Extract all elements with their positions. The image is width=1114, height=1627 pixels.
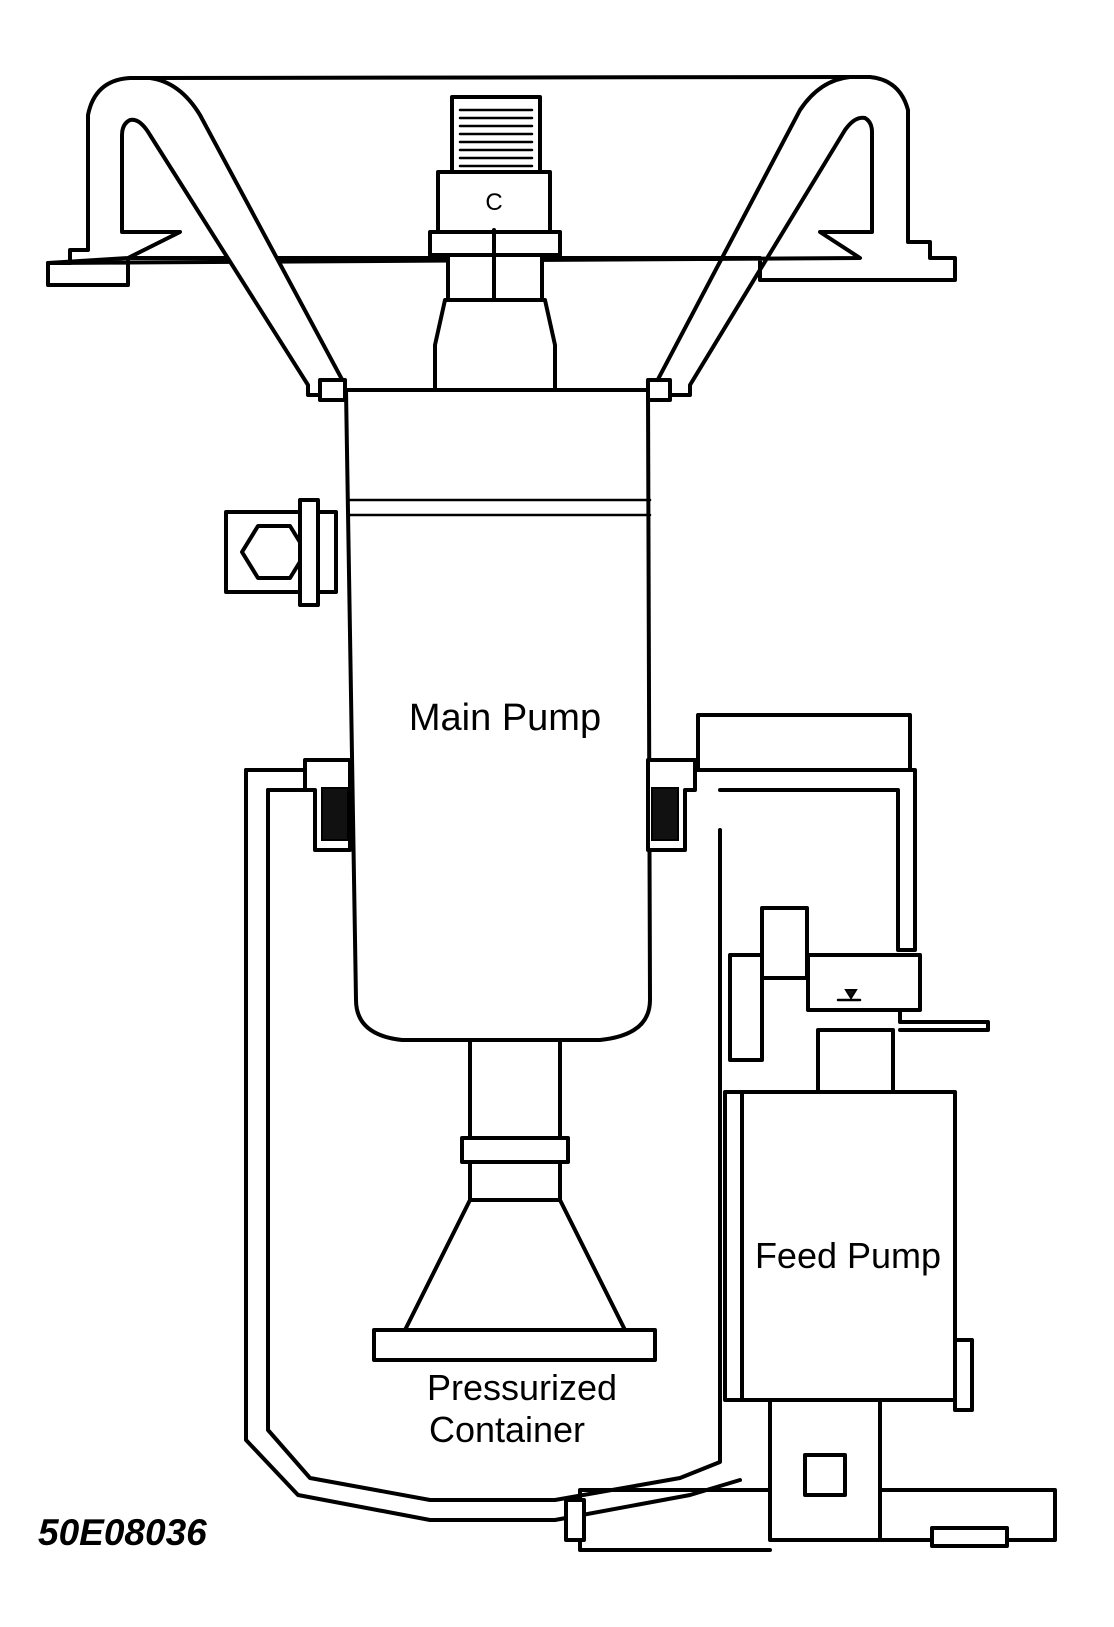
module-cover <box>696 713 912 792</box>
mounting-tab <box>224 498 338 607</box>
seal-left <box>303 758 352 852</box>
feed-pump-label: Feed Pump <box>755 1235 941 1276</box>
feed-pump: Feed Pump <box>723 1090 974 1412</box>
container-label-line1: Pressurized <box>427 1367 617 1408</box>
seal-right <box>646 758 697 852</box>
feed-pump-top <box>728 906 990 1097</box>
outlet-fitting <box>564 1398 1057 1552</box>
connector-label: C <box>485 189 502 216</box>
container-label-line2: Container <box>429 1409 585 1450</box>
connector-fitting: C <box>428 95 562 392</box>
figure-id: 50E08036 <box>38 1512 207 1553</box>
main-pump: Main Pump <box>318 378 672 1042</box>
pump-neck <box>372 1038 657 1362</box>
main-pump-label: Main Pump <box>409 697 601 739</box>
